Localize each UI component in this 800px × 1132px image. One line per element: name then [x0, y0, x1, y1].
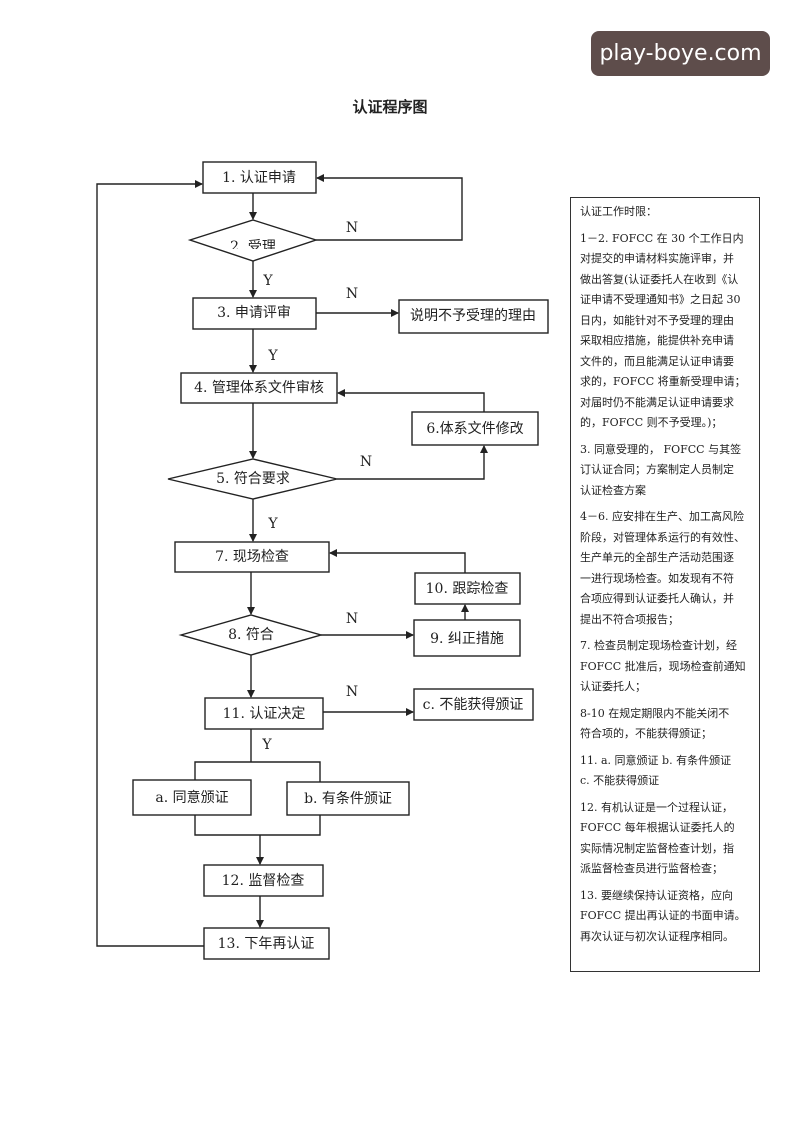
notes-paragraph: 11. a. 同意颁证 b. 有条件颁证 c. 不能获得颁证 [580, 751, 759, 792]
node-12 [203, 864, 324, 897]
notes-line: 7. 检查员制定现场检查计划，经 [580, 639, 737, 652]
edge-5-6-no [337, 445, 488, 480]
notes-line: 实际情况制定监督检查计划，指 [580, 841, 734, 855]
notes-line: 认证工作时限： [580, 205, 657, 218]
notes-paragraph: 3. 同意受理的， FOFCC 与其签订认证合同；方案制定人员制定认证检查方案 [580, 440, 759, 502]
notes-line: 再次认证与初次认证程序相同。 [580, 929, 734, 943]
node-3-label: 3. 申请评审 [217, 305, 291, 321]
node-13-label: 13. 下年再认证 [218, 936, 315, 952]
notes-line: 求的，FOFCC 将重新受理申请； [580, 375, 746, 388]
notes-line: 阶段，对管理体系运行的有效性、 [580, 530, 745, 544]
notes-paragraph: 7. 检查员制定现场检查计划，经 FOFCC 批准后，现场检查前通知认证委托人； [580, 636, 759, 698]
edge-2-1-no [316, 174, 463, 241]
notes-line: 符合项的，不能获得颁证； [580, 727, 712, 740]
node-reject-reason-label: 说明不予受理的理由 [410, 308, 536, 324]
node-c-label: c. 不能获得颁证 [423, 696, 524, 713]
node-10-label: 10. 跟踪检查 [426, 581, 509, 597]
node-12-label: 12. 监督检查 [222, 873, 305, 889]
watermark: play-boye.com [591, 31, 770, 76]
edge-branch [194, 761, 321, 782]
notes-line: 对提交的申请材料实施评审，并 [580, 252, 734, 265]
notes-line: 一进行现场检查。如发现有不符 [580, 571, 734, 585]
node-b [286, 781, 410, 816]
edge-13-1 [96, 180, 204, 947]
notes-line: 合项应得到认证委托人确认，并 [580, 592, 734, 605]
notes-paragraph: 1－2. FOFCC 在 30 个工作日内对提交的申请材料实施评审，并做出答复(… [580, 229, 759, 434]
notes-line: FOFCC 每年根据认证委托人的 [580, 821, 735, 834]
notes-line: 文件的，而且能满足认证申请要 [580, 354, 734, 368]
notes-line: 11. a. 同意颁证 b. 有条件颁证 [580, 753, 732, 767]
node-a [132, 779, 252, 816]
notes-line: 订认证合同；方案制定人员制定 [580, 463, 734, 476]
node-9 [413, 619, 521, 657]
notes-line: 日内，如能针对不予受理的理由 [580, 313, 734, 327]
label-yes: Y [262, 273, 273, 289]
decision-5-label: 5. 符合要求 [216, 471, 290, 487]
edge-6-4 [337, 389, 485, 412]
notes-line: 证申请不受理通知书》之日起 30 [580, 293, 741, 306]
node-reject-reason [398, 299, 549, 334]
notes-line: 对届时仍不能满足认证申请要求 [580, 395, 734, 409]
label-yes: Y [267, 516, 278, 532]
notes-line: 认证委托人； [580, 680, 646, 693]
label-no: N [346, 220, 358, 236]
node-10 [414, 572, 521, 605]
label-no: N [360, 454, 372, 470]
node-b-label: b. 有条件颁证 [304, 790, 392, 807]
label-no: N [346, 286, 358, 302]
notes-paragraph: 4－6. 应安排在生产、加工高风险阶段，对管理体系运行的有效性、生产单元的全部生… [580, 507, 759, 630]
notes-line: 3. 同意受理的， FOFCC 与其签 [580, 442, 742, 456]
notes-paragraph: 12. 有机认证是一个过程认证， FOFCC 每年根据认证委托人的实际情况制定监督… [580, 798, 759, 880]
node-13 [203, 927, 330, 960]
node-9-label: 9. 纠正措施 [430, 631, 504, 647]
node-1-label: 1. 认证申请 [222, 170, 296, 186]
notes-paragraph: 8-10 在规定期限内不能关闭不符合项的，不能获得颁证； [580, 704, 759, 745]
node-7-label: 7. 现场检查 [215, 549, 289, 565]
notes-line: 8-10 在规定期限内不能关闭不 [580, 706, 730, 720]
node-4 [180, 372, 338, 404]
label-yes: Y [267, 348, 278, 364]
label-no: N [346, 684, 358, 700]
notes-paragraph: 13. 要继续保持认证资格，应向 FOFCC 提出再认证的书面申请。再次认证与初次… [580, 886, 759, 948]
node-c [413, 688, 534, 721]
notes-line: 4－6. 应安排在生产、加工高风险 [580, 510, 744, 523]
notes-line: FOFCC 提出再认证的书面申请。 [580, 909, 746, 922]
notes-line: 做出答复(认证委托人在收到《认 [580, 272, 739, 286]
notes-line: 提出不符合项报告； [580, 612, 679, 626]
node-11-label: 11. 认证决定 [223, 706, 306, 722]
notes-line: 认证检查方案 [580, 483, 646, 497]
decision-2-label: 2. 受理 [230, 239, 276, 255]
notes-paragraph: 认证工作时限： [580, 202, 759, 223]
notes-line: 采取相应措施，能提供补充申请 [580, 334, 734, 347]
notes-line: 派监督检查员进行监督检查； [580, 862, 723, 875]
notes-line: FOFCC 批准后，现场检查前通知 [580, 659, 746, 673]
notes-line: c. 不能获得颁证 [580, 774, 660, 787]
page-title: 认证程序图 [352, 98, 428, 116]
time-limit-notes-panel: 认证工作时限： 1－2. FOFCC 在 30 个工作日内对提交的申请材料实施评审… [570, 197, 760, 972]
notes-line: 的，FOFCC 则不予受理。)； [580, 416, 723, 429]
node-11 [204, 697, 324, 730]
node-6-label: 6.体系文件修改 [426, 421, 523, 437]
node-6 [411, 411, 539, 446]
notes-line: 生产单元的全部生产活动范围逐 [580, 551, 734, 564]
label-no: N [346, 611, 358, 627]
notes-line: 12. 有机认证是一个过程认证， [580, 800, 733, 814]
notes-line: 13. 要继续保持认证资格，应向 [580, 888, 733, 902]
node-a-label: a. 同意颁证 [155, 789, 228, 806]
notes-line: 1－2. FOFCC 在 30 个工作日内 [580, 231, 744, 245]
edge-10-7 [329, 549, 466, 573]
node-7 [174, 541, 330, 573]
node-4-label: 4. 管理体系文件审核 [194, 380, 324, 396]
decision-8-label: 8. 符合 [228, 627, 274, 643]
edge-merge [194, 815, 321, 836]
label-yes: Y [261, 737, 272, 753]
